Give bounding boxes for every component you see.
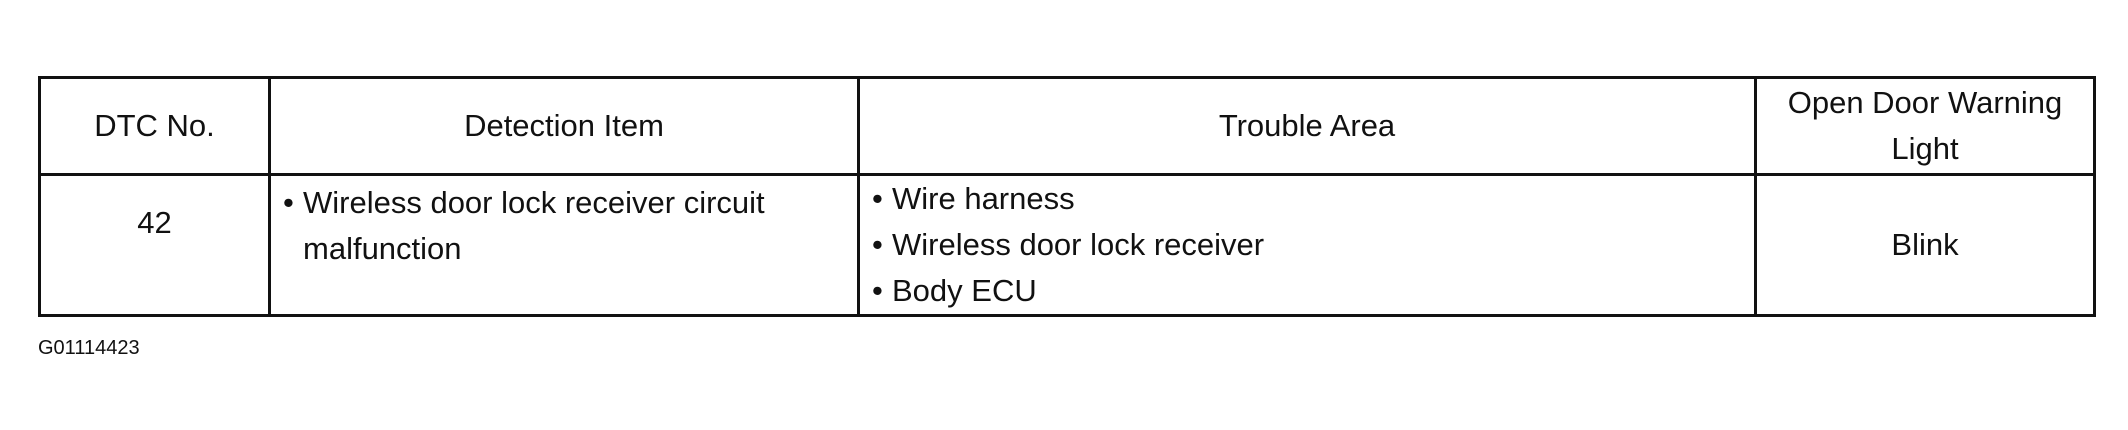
header-trouble-area: Trouble Area <box>857 76 1757 176</box>
header-warning-light: Open Door Warning Light <box>1754 76 2096 176</box>
header-row: DTC No. Detection Item Trouble Area Open… <box>38 76 2096 176</box>
header-detection-item: Detection Item <box>268 76 860 176</box>
cell-dtc-no: 42 <box>38 173 271 317</box>
trouble-area-item: Wire harness <box>872 176 1742 222</box>
dtc-table: DTC No. Detection Item Trouble Area Open… <box>38 76 2096 317</box>
cell-warning-light: Blink <box>1754 173 2096 317</box>
trouble-area-item: Wireless door lock receiver <box>872 222 1742 268</box>
cell-detection-item: Wireless door lock receiver circuit malf… <box>268 173 860 317</box>
detection-item-list: Wireless door lock receiver circuit malf… <box>283 180 845 272</box>
table-header: DTC No. Detection Item Trouble Area Open… <box>38 76 2096 176</box>
table-row: 42 Wireless door lock receiver circuit m… <box>38 173 2096 317</box>
trouble-area-item: Body ECU <box>872 268 1742 314</box>
detection-item: Wireless door lock receiver circuit malf… <box>283 180 845 272</box>
dtc-number: 42 <box>137 205 172 240</box>
cell-trouble-area: Wire harness Wireless door lock receiver… <box>857 173 1757 317</box>
header-dtc-no: DTC No. <box>38 76 271 176</box>
figure-code: G01114423 <box>38 337 140 359</box>
table-body: 42 Wireless door lock receiver circuit m… <box>38 173 2096 317</box>
trouble-area-list: Wire harness Wireless door lock receiver… <box>872 176 1742 314</box>
